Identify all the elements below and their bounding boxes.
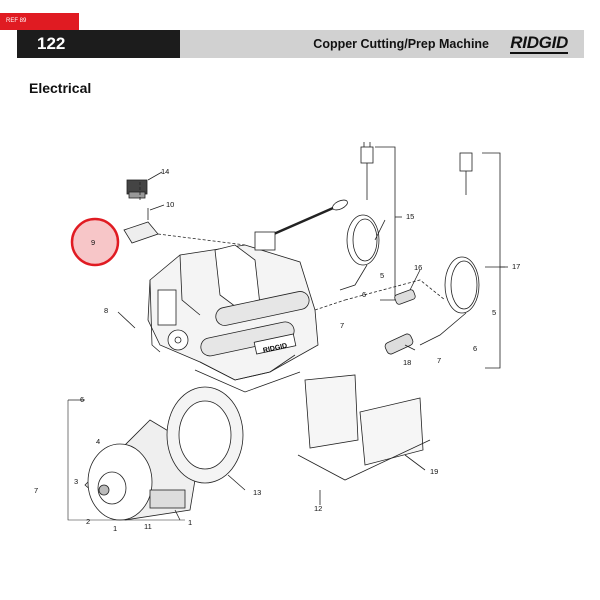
callout-4: 3: [74, 477, 78, 486]
callout-11: 14: [161, 167, 169, 176]
callout-2: 1: [113, 524, 117, 533]
callout-1: 1: [188, 518, 192, 527]
callout-9: 9: [91, 238, 95, 247]
brand-logo: RIDGID: [510, 33, 568, 54]
page-number: 122: [17, 30, 180, 58]
machine-frame: [147, 199, 348, 393]
section-title: Electrical: [29, 80, 92, 96]
callout-7c: 7: [34, 486, 38, 495]
callout-7b: 7: [437, 356, 441, 365]
callout-6b: 6: [473, 344, 477, 353]
callout-14: 17: [512, 262, 520, 271]
callout-5b: 5: [492, 308, 496, 317]
title-band: Copper Cutting/Prep Machine RIDGID: [180, 30, 584, 58]
callout-5a: 5: [380, 271, 384, 280]
callout-5c: 4: [96, 437, 100, 446]
callout-10: 10: [166, 200, 174, 209]
machine-badge-text: RIDGID: [262, 343, 287, 355]
callout-19: 11: [144, 522, 152, 531]
belt-guard-18: [166, 386, 244, 484]
machine-badge: [253, 333, 297, 355]
callout-12: 15: [406, 212, 414, 221]
rocker-switch: [126, 179, 148, 199]
strain-relief-15: [384, 333, 414, 355]
switch-cover-plate: [123, 221, 159, 244]
highlight-circle: [70, 217, 120, 267]
callout-16: 19: [430, 467, 438, 476]
power-cord-14: [419, 152, 480, 346]
power-cord-12: [339, 142, 380, 291]
callout-6a: 6: [362, 290, 366, 299]
callout-6c: 6: [80, 395, 84, 404]
callout-17: 12: [314, 504, 322, 513]
guard-16: [297, 374, 431, 481]
callout-13: 16: [414, 263, 422, 272]
ref-tag: REF 89: [0, 13, 79, 30]
callout-15: 18: [403, 358, 411, 367]
callout-3: 2: [86, 517, 90, 526]
callout-8: 8: [104, 306, 108, 315]
strain-relief-13: [394, 289, 416, 305]
header-bar: 122 Copper Cutting/Prep Machine RIDGID: [17, 30, 584, 58]
document-title: Copper Cutting/Prep Machine: [313, 37, 489, 51]
callout-7a: 7: [340, 321, 344, 330]
callout-18: 13: [253, 488, 261, 497]
